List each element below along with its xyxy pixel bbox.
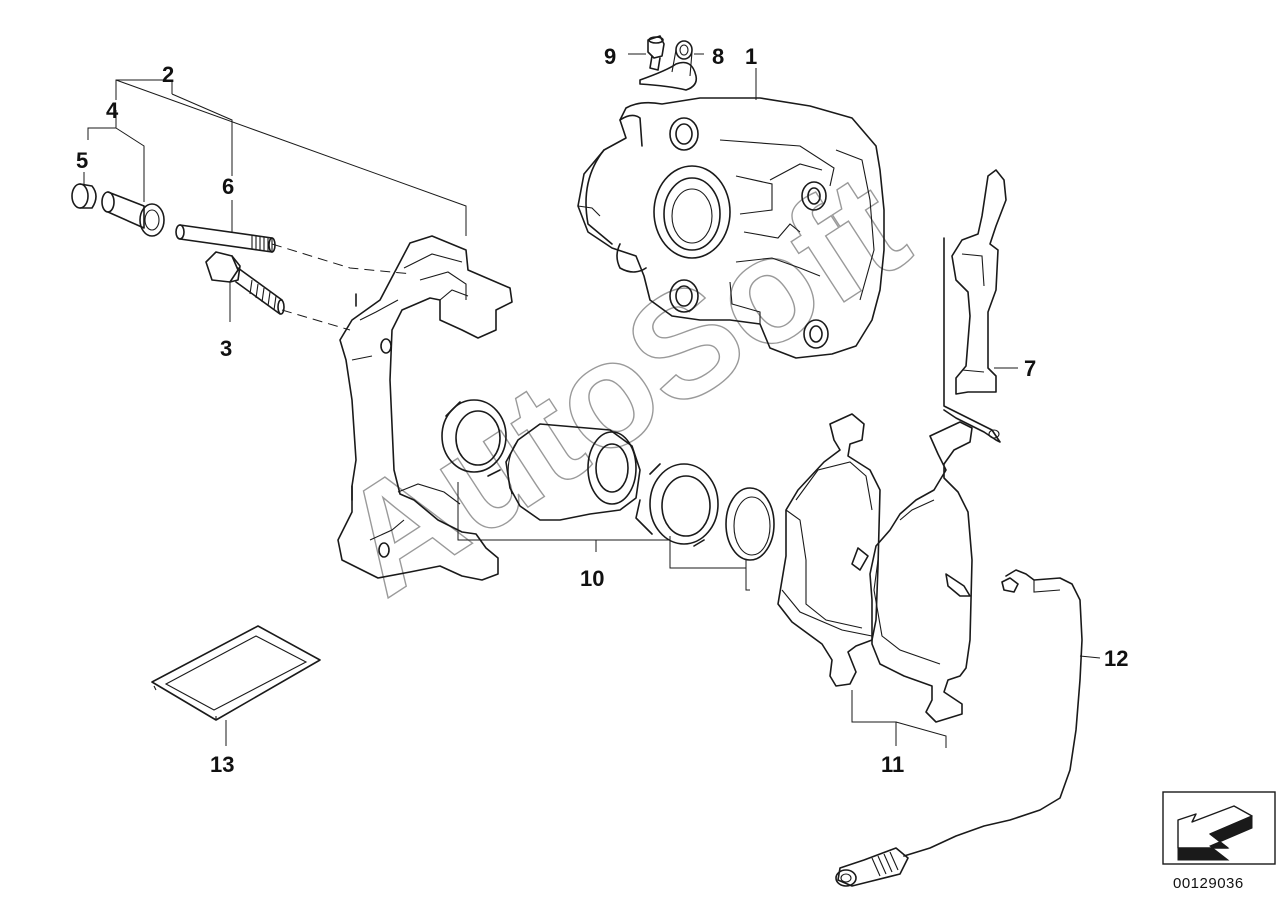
watermark: AutoSoft [311,141,933,627]
back-arrow-icon [1177,805,1253,861]
part-9-bleeder-screw[interactable] [647,35,665,71]
part-10-piston-kit[interactable] [441,399,775,561]
callout-8: 8 [712,44,724,69]
part-2-caliper-carrier[interactable] [337,235,513,581]
document-number: 00129036 [1173,875,1244,892]
callout-10: 10 [580,566,604,591]
callout-11: 11 [881,752,904,777]
callout-7: 7 [1024,356,1036,381]
callout-2: 2 [162,62,174,87]
part-7-anti-rattle-spring[interactable] [943,169,1007,443]
part-1-caliper-housing[interactable] [577,97,885,359]
callout-4: 4 [106,98,119,123]
callout-1: 1 [745,44,757,69]
callout-13: 13 [210,752,234,777]
callout-12: 12 [1104,646,1128,671]
part-13-grease-sachet[interactable] [151,625,321,721]
leader-lines [83,53,1101,748]
part-6-guide-pin[interactable] [175,224,276,253]
part-8-dust-cap[interactable] [639,40,698,91]
callout-5: 5 [76,148,88,173]
callout-9: 9 [604,44,616,69]
part-3-hex-bolt[interactable] [205,251,285,315]
callout-3: 3 [220,336,232,361]
part-11-brake-pads[interactable] [777,413,973,723]
callout-labels: 1 2 3 4 5 6 7 8 9 10 11 12 13 [76,44,1128,777]
part-12-wear-sensor[interactable] [835,569,1083,887]
nav-arrow-box[interactable] [1162,791,1276,865]
part-5-cap[interactable] [71,183,97,209]
part-4-guide-sleeve[interactable] [101,191,165,237]
callout-6: 6 [222,174,234,199]
